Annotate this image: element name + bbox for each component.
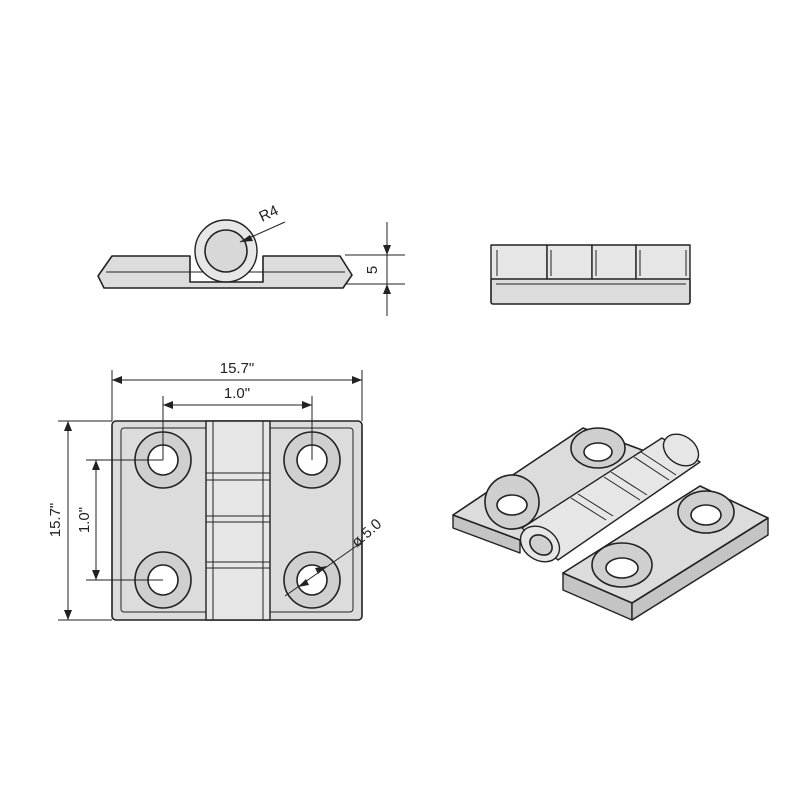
side-view-plate <box>97 255 353 289</box>
edge-view-segment-4 <box>635 244 691 280</box>
plan-view-knuckle <box>205 420 271 621</box>
radius-label: R4 <box>257 202 282 226</box>
iso-knuckle-pin <box>529 534 553 556</box>
edge-view-segment-3 <box>591 244 637 280</box>
side-view: R4 5 <box>97 202 405 316</box>
side-view-pin <box>204 229 248 273</box>
thickness-label: 5 <box>364 266 381 274</box>
isometric-view <box>452 427 769 621</box>
edge-view-segment-1 <box>490 244 548 280</box>
overall-width-label: 15.7" <box>220 360 255 377</box>
edge-view-segment-2 <box>546 244 593 280</box>
edge-view <box>490 244 691 305</box>
edge-view-base <box>490 277 691 305</box>
plan-view: 15.7" 1.0" 15.7" 1.0" ø 5.0 <box>47 360 385 621</box>
overall-height-label: 15.7" <box>47 503 64 538</box>
hole-spacing-h-label: 1.0" <box>224 385 250 402</box>
hole-spacing-v-label: 1.0" <box>76 507 93 533</box>
